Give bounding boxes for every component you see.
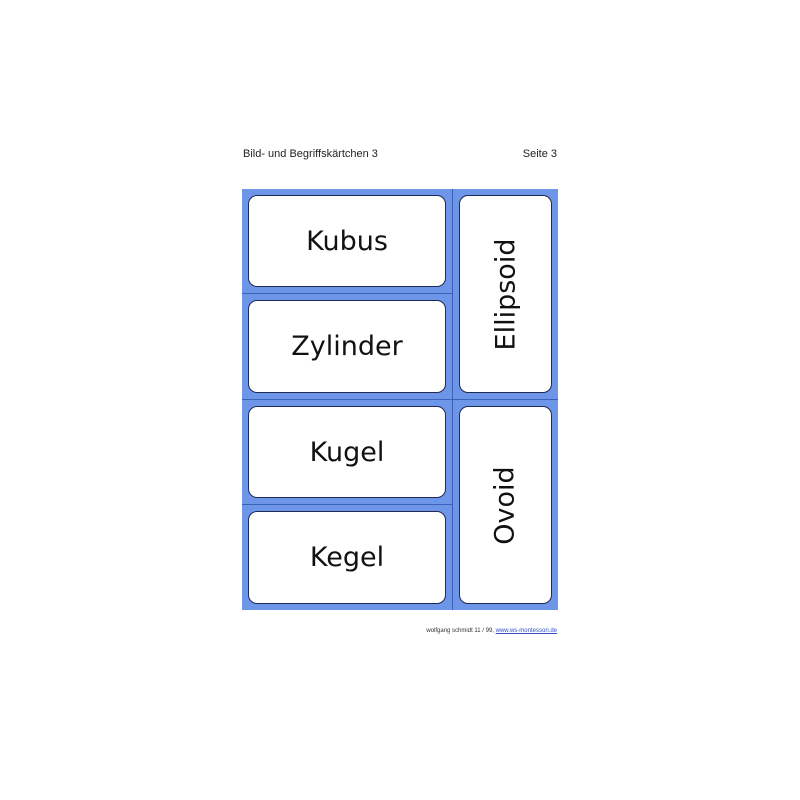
card-cell: Kubus [242,189,453,294]
website-link[interactable]: www.ws-montessori.de [495,628,557,634]
document-title: Bild- und Begriffskärtchen 3 [243,148,378,160]
card-label: Zylinder [291,331,403,362]
word-card-ellipsoid: Ellipsoid [459,195,552,393]
card-cell: Kegel [242,505,453,610]
word-card-kegel: Kegel [248,511,446,604]
page-number: Seite 3 [522,148,557,160]
card-label: Kegel [309,542,385,573]
card-cell: Zylinder [242,294,453,400]
word-card-zylinder: Zylinder [248,300,446,393]
word-card-kubus: Kubus [248,195,446,287]
card-sheet: Kubus Zylinder Kugel Kegel Ellipsoid Ovo… [242,189,558,610]
card-label: Kubus [306,225,388,257]
card-label: Kugel [309,436,385,468]
card-label: Ovoid [489,465,521,545]
card-cell: Kugel [242,400,453,505]
card-label: Ellipsoid [490,238,521,350]
word-card-kugel: Kugel [248,406,446,498]
author-credit: wolfgang schmidt 11 / 99, [426,628,494,634]
card-cell: Ovoid [453,400,558,610]
word-card-ovoid: Ovoid [459,406,552,604]
footer-credit: wolfgang schmidt 11 / 99, www.ws-montess… [426,628,557,634]
card-cell: Ellipsoid [453,189,558,400]
